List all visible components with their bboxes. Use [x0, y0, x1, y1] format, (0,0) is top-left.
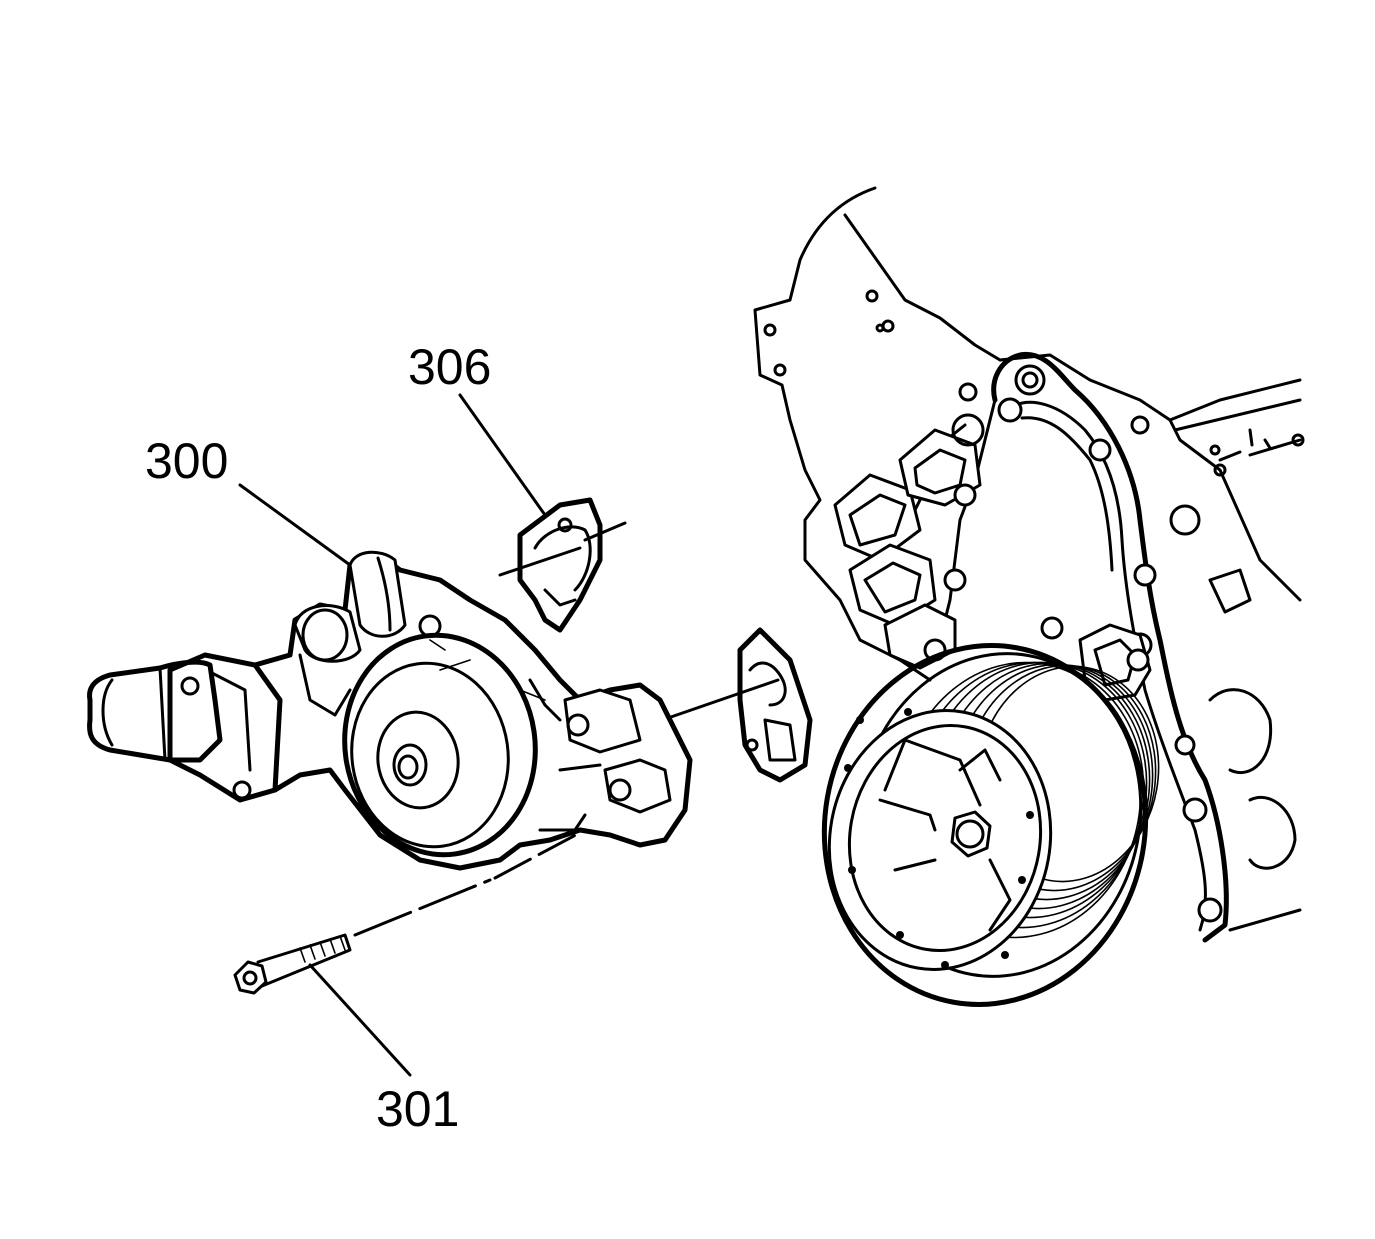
- alignment-lines: [353, 521, 780, 937]
- engine-front-cover: [753, 186, 1305, 943]
- crankshaft-balancer: [821, 643, 1160, 1007]
- leader-lines: [238, 393, 547, 1077]
- gasket-lower: [737, 627, 813, 783]
- pump-bolt: [233, 933, 352, 995]
- callout-300-label: 300: [145, 433, 228, 489]
- callout-306-label: 306: [408, 339, 491, 395]
- callout-301-label: 301: [376, 1081, 459, 1137]
- gasket-upper: [517, 497, 603, 633]
- water-pump: [87, 550, 693, 871]
